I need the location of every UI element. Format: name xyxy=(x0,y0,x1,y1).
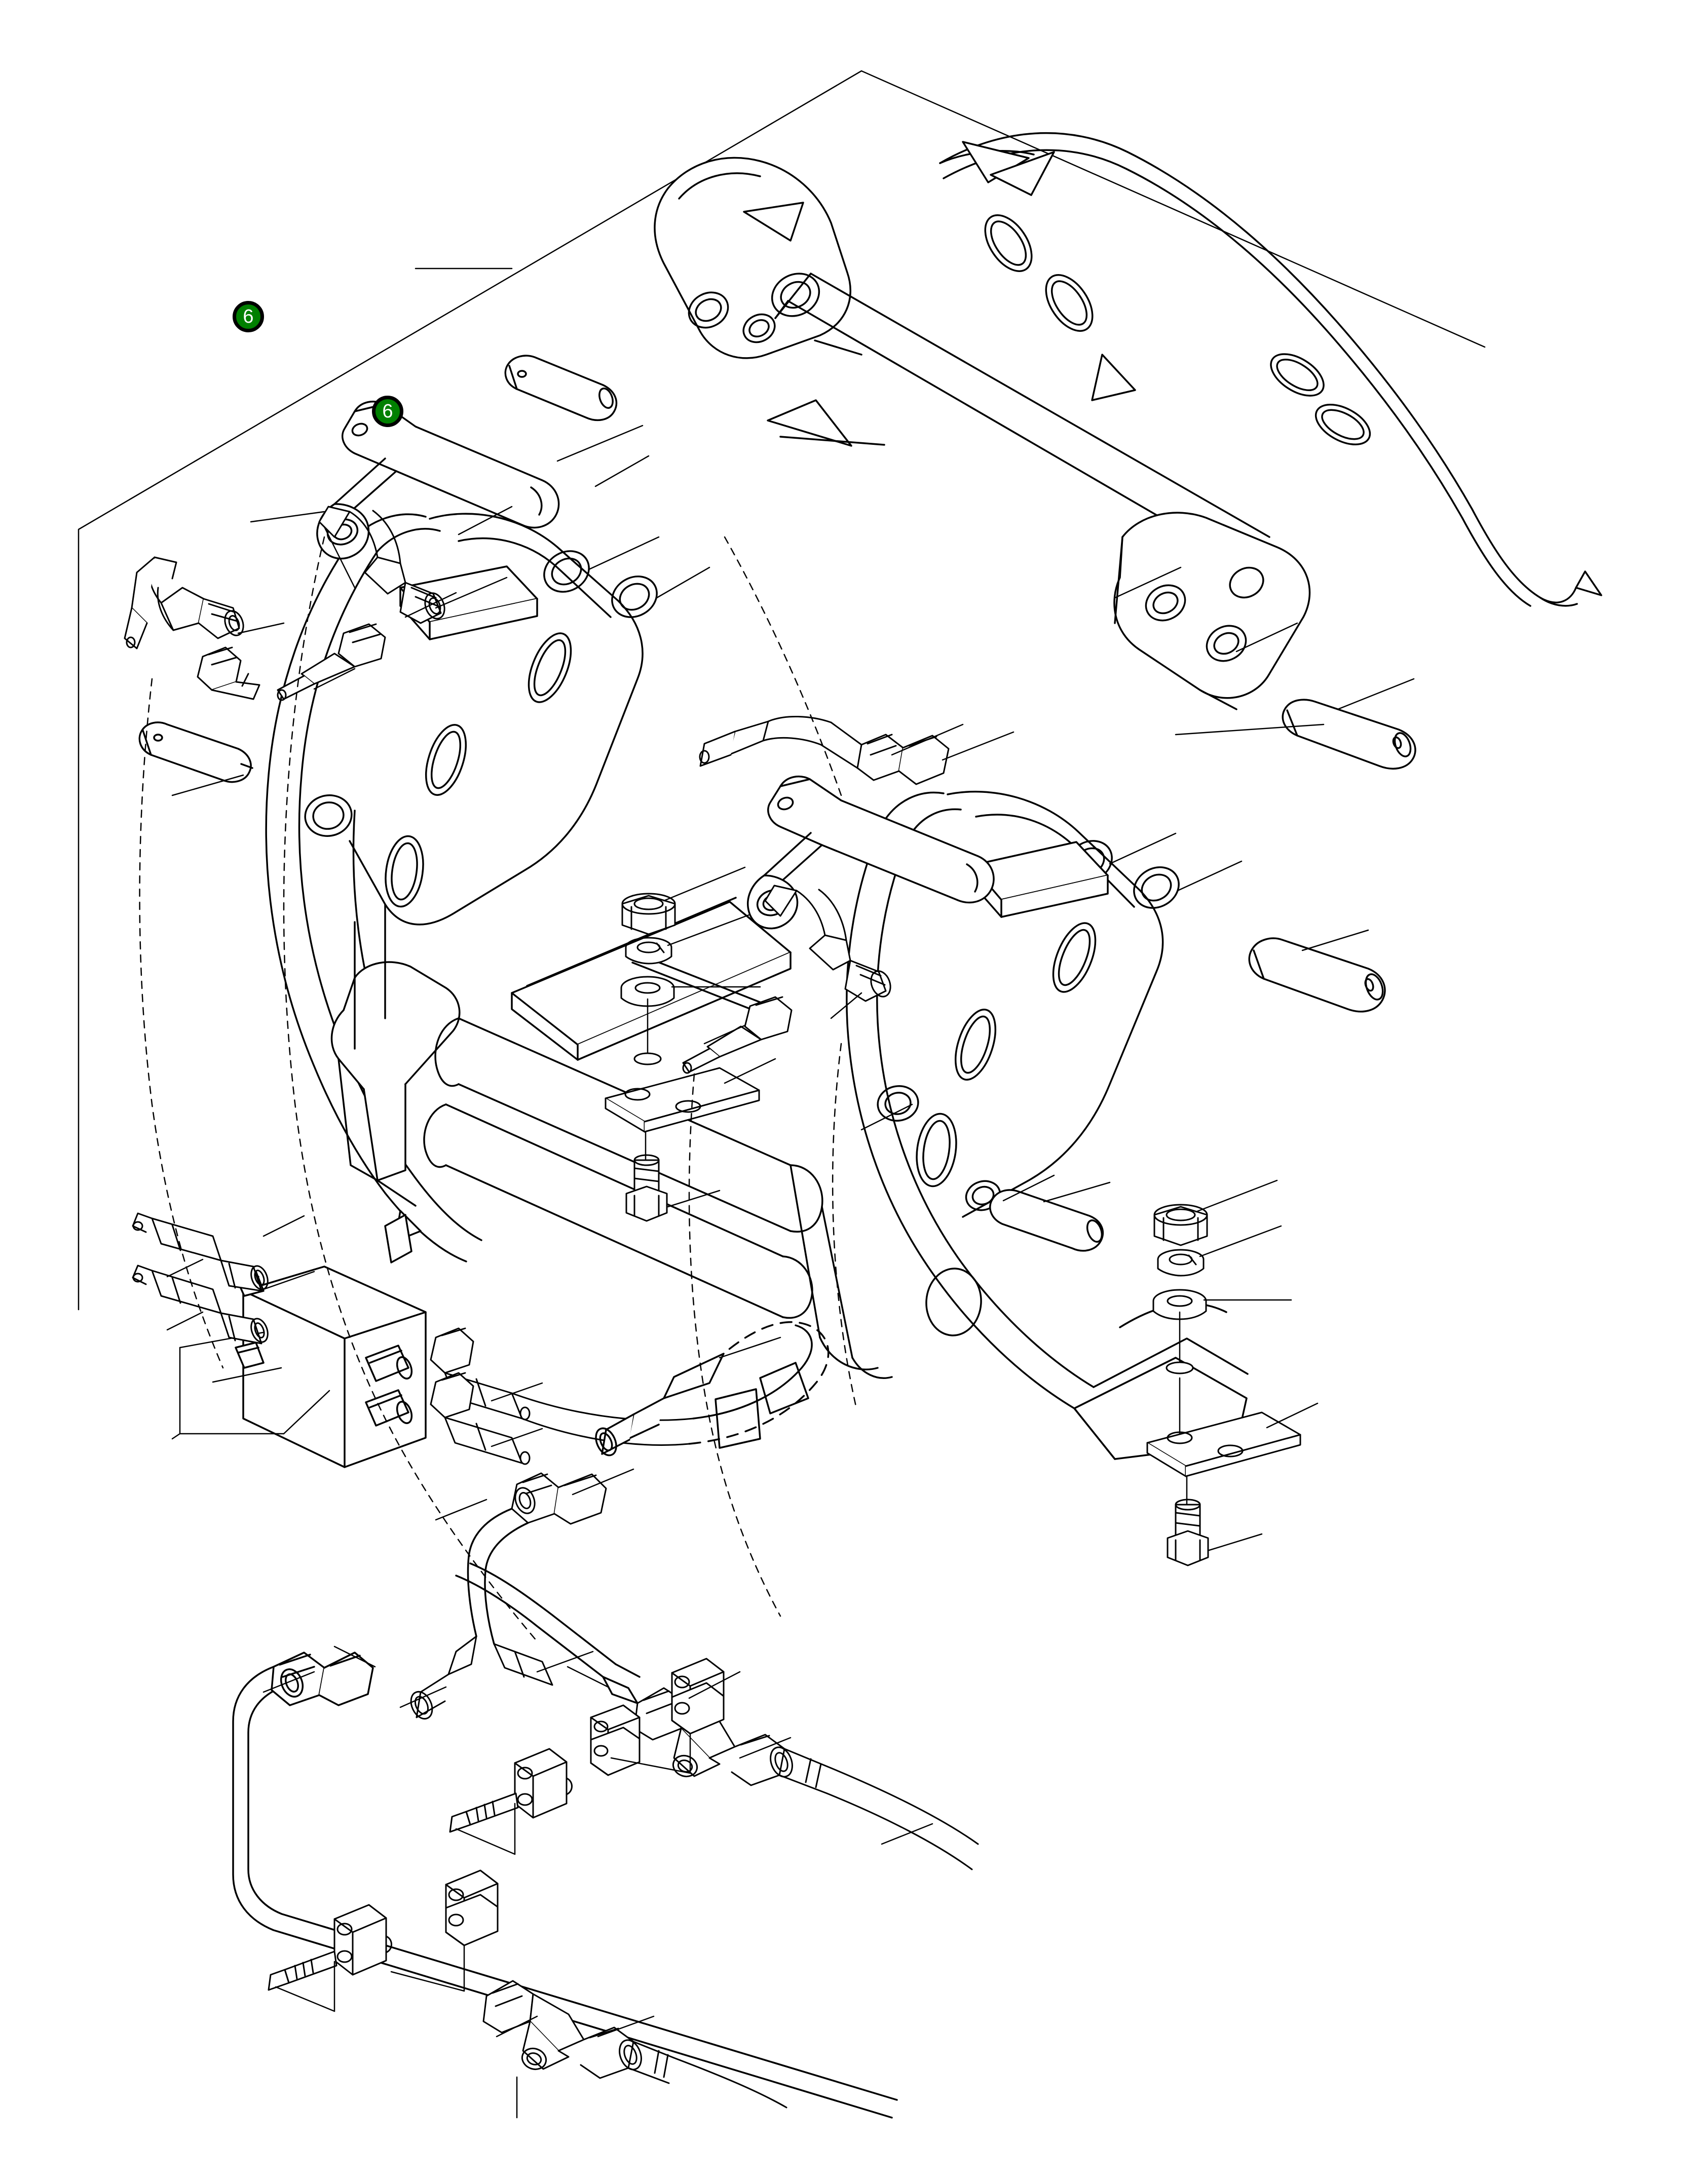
curved-hose-right-upper xyxy=(595,1321,830,1457)
straight-union-upper-left xyxy=(277,623,386,701)
hose-bend-lower-left xyxy=(467,1508,529,1645)
hose-clamp-lower-pair xyxy=(390,1869,499,1992)
callout-badge-label: 6 xyxy=(382,401,393,422)
sheet-boundary-lines xyxy=(78,70,1486,1311)
center-cylinder-fittings xyxy=(682,885,891,1074)
left-fitting-cluster xyxy=(124,556,260,700)
carrier-cross-tube xyxy=(354,897,893,1449)
hydraulic-manifold-block xyxy=(171,1266,427,1468)
callout-badge-6-upper[interactable]: 6 xyxy=(233,301,264,332)
hose-clamp-upper-right xyxy=(610,1658,725,1774)
assembly-dashed-paths xyxy=(139,536,857,1642)
hose-clamp-bottom-left xyxy=(268,1904,392,2012)
manifold-left-hose-ends xyxy=(132,1212,269,1345)
elbow-fitting-upper-left xyxy=(318,506,445,624)
hydraulic-cylinder-upper-left xyxy=(316,400,560,560)
hose-clamp-mid xyxy=(449,1748,573,1855)
pivot-pin-upper-right xyxy=(1282,699,1416,770)
upper-jaw-link-plate xyxy=(654,157,862,359)
fastener-stack-right xyxy=(1146,1179,1319,1566)
lower-hose-chain xyxy=(410,1635,553,1720)
leader-lines xyxy=(166,425,1298,2119)
pivot-pin-right-mid xyxy=(1248,929,1386,1013)
callout-badge-6-lower[interactable]: 6 xyxy=(372,396,403,427)
upper-grapple-jaw xyxy=(939,132,1602,607)
union-fitting-mid-1 xyxy=(511,1472,607,1525)
pivot-pin-upper-left xyxy=(504,355,618,422)
center-cylinder-top-fittings xyxy=(699,716,950,785)
manifold-right-hoses xyxy=(430,1327,694,1465)
tee-fitting-mid xyxy=(633,1687,979,1870)
tee-fitting-bottom xyxy=(482,1980,787,2109)
pivot-pin-left-mid xyxy=(138,721,253,783)
callout-badge-label: 6 xyxy=(243,306,254,327)
pivot-pin-right-lower xyxy=(989,1181,1111,1252)
leader-pin-upper-right xyxy=(1175,678,1415,736)
upper-right-link-lug xyxy=(1113,512,1311,710)
right-grapple-jaw xyxy=(846,790,1249,1460)
hose-clamp-upper xyxy=(590,1704,641,1776)
fastener-stack-center xyxy=(605,866,776,1222)
left-jaw-lower-bracket xyxy=(330,961,461,1242)
